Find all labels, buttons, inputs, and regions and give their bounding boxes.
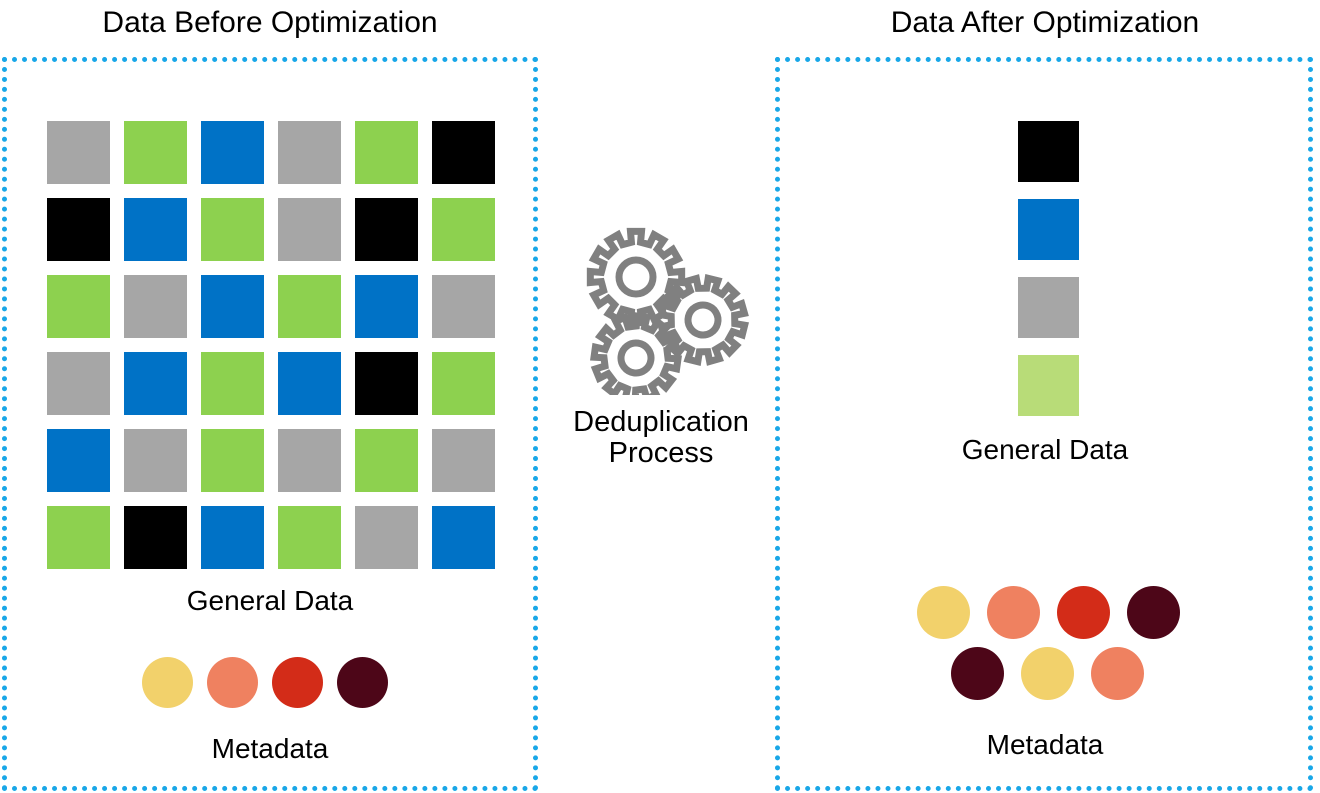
data-block-blue <box>1018 199 1079 260</box>
data-block-gray <box>47 352 110 415</box>
data-block-gray <box>278 121 341 184</box>
data-block-blue <box>432 506 495 569</box>
metadata-dot-maroon <box>1127 586 1180 639</box>
data-block-black <box>124 506 187 569</box>
metadata-dot-red <box>1057 586 1110 639</box>
metadata-dot-yellow <box>917 586 970 639</box>
deduplication-process-label: Deduplication Process <box>573 406 749 470</box>
data-block-green <box>201 429 264 492</box>
data-block-blue <box>355 275 418 338</box>
data-block-gray <box>1018 277 1079 338</box>
data-block-blue <box>278 352 341 415</box>
data-block-green <box>355 429 418 492</box>
general-data-grid-before <box>47 121 495 569</box>
data-block-black <box>432 121 495 184</box>
metadata-row <box>917 586 1180 639</box>
data-block-gray <box>47 121 110 184</box>
data-block-blue <box>201 275 264 338</box>
metadata-dot-salmon <box>987 586 1040 639</box>
general-data-column-after <box>1018 121 1079 416</box>
metadata-label-after: Metadata <box>986 729 1104 760</box>
page-title-before: Data Before Optimization <box>102 6 438 39</box>
metadata-dot-maroon <box>951 647 1004 700</box>
data-block-green <box>355 121 418 184</box>
data-block-black <box>47 198 110 261</box>
metadata-dots-after <box>917 586 1180 700</box>
data-block-green <box>124 121 187 184</box>
gear-icon-3 <box>590 312 682 395</box>
data-block-black <box>1018 121 1079 182</box>
deduplication-process: Deduplication Process <box>556 215 766 470</box>
metadata-row <box>951 647 1180 700</box>
data-block-green <box>47 506 110 569</box>
data-block-blue <box>201 121 264 184</box>
data-block-green <box>47 275 110 338</box>
data-block-green <box>432 198 495 261</box>
page-title-after: Data After Optimization <box>890 6 1200 39</box>
gear-icon-2 <box>656 273 750 367</box>
data-block-green <box>201 352 264 415</box>
metadata-dot-yellow <box>1021 647 1074 700</box>
data-block-gray <box>278 198 341 261</box>
data-block-green <box>432 352 495 415</box>
data-block-gray <box>355 506 418 569</box>
data-block-green <box>278 275 341 338</box>
data-block-blue <box>124 352 187 415</box>
metadata-dot-maroon <box>337 657 388 708</box>
data-block-gray <box>278 429 341 492</box>
general-data-label-after: General Data <box>961 434 1129 465</box>
data-block-gray <box>432 275 495 338</box>
data-block-green <box>201 198 264 261</box>
panel-after-optimization <box>775 57 1313 791</box>
data-block-black <box>355 352 418 415</box>
panel-before-optimization <box>2 57 538 791</box>
metadata-dot-salmon <box>207 657 258 708</box>
data-block-blue <box>124 198 187 261</box>
metadata-dot-salmon <box>1091 647 1144 700</box>
data-block-gray <box>124 429 187 492</box>
data-block-gray <box>124 275 187 338</box>
data-block-blue <box>47 429 110 492</box>
data-block-green <box>278 506 341 569</box>
metadata-dot-red <box>272 657 323 708</box>
gears-icon <box>586 227 750 395</box>
data-block-gray <box>432 429 495 492</box>
data-block-black <box>355 198 418 261</box>
metadata-dots-before <box>142 657 388 708</box>
metadata-label-before: Metadata <box>211 733 329 764</box>
metadata-dot-yellow <box>142 657 193 708</box>
data-block-blue <box>201 506 264 569</box>
data-block-green <box>1018 355 1079 416</box>
general-data-label-before: General Data <box>186 585 354 616</box>
